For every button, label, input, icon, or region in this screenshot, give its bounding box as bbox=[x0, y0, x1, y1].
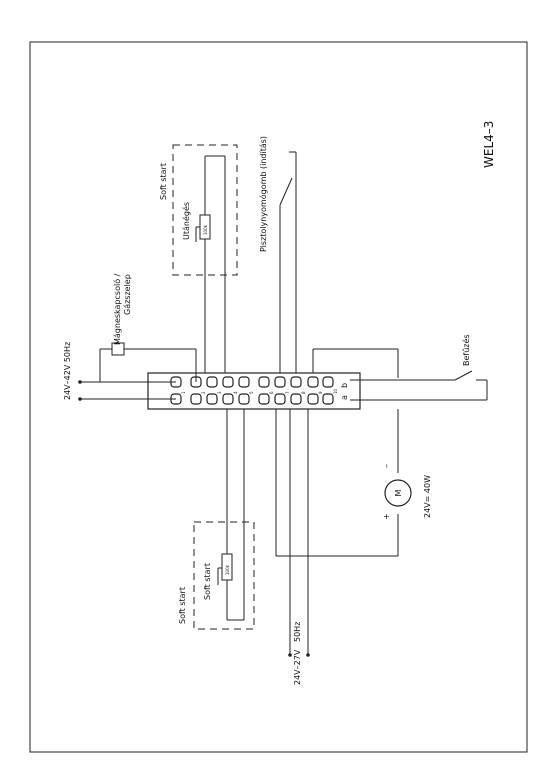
drawing-title: WEL4–3 bbox=[482, 121, 496, 168]
soft-start-top-label: Soft start bbox=[159, 163, 168, 200]
terminal-number-3: 3 bbox=[217, 391, 222, 394]
magnetic-contactor: Mágneskapcsoló / Gázszelep bbox=[99, 273, 197, 382]
bottom-supply-input: 24V–27V 50Hz bbox=[288, 409, 310, 685]
terminal-number-7: 7 bbox=[285, 391, 290, 394]
terminal-screw-7-b bbox=[274, 393, 286, 405]
terminal-screw-3-b bbox=[206, 393, 218, 405]
terminal-screw-7-a bbox=[274, 376, 286, 388]
terminal-screw-9-b bbox=[307, 393, 319, 405]
motor-symbol-circle bbox=[384, 479, 412, 507]
terminal-screw-6-a bbox=[258, 376, 270, 388]
bottom-supply-frequency: 50Hz bbox=[293, 622, 302, 642]
soft-start-bottom-inner-label: Soft start bbox=[203, 563, 212, 600]
afterburn-label: Utánégés bbox=[181, 202, 191, 240]
terminal-label-a: a bbox=[340, 395, 349, 400]
terminal-screw-10-a bbox=[322, 376, 334, 388]
terminal-screw-4-a bbox=[222, 376, 234, 388]
soft-start-resistor-value: 100k bbox=[225, 564, 230, 575]
motor-minus: – bbox=[382, 464, 391, 468]
soft-start-bottom-dashed-box bbox=[193, 521, 255, 630]
terminal-number-9: 9 bbox=[318, 391, 323, 394]
motor-plus: + bbox=[382, 513, 391, 520]
terminal-number-6: 6 bbox=[269, 391, 274, 394]
drawing-border bbox=[29, 41, 528, 753]
terminal-screw-3-a bbox=[206, 376, 218, 388]
supply-voltage-label: 24V–42V 50Hz bbox=[63, 342, 72, 400]
terminal-number-8: 8 bbox=[301, 391, 306, 394]
afterburn-resistor-value: 100k bbox=[203, 224, 208, 235]
terminal-strip: 1 2 3 4 5 6 7 8 9 10 a b bbox=[147, 372, 361, 410]
terminal-number-1: 1 bbox=[181, 391, 186, 394]
ignition-switch: Befűzés bbox=[312, 334, 488, 401]
terminal-screw-2-b bbox=[190, 393, 202, 405]
terminal-strip-body bbox=[147, 372, 361, 410]
bottom-supply-voltage: 24V–27V bbox=[293, 649, 302, 685]
terminal-screws: 1 2 3 4 5 6 7 8 9 10 bbox=[170, 376, 338, 405]
motor-rating: 24V= 40W bbox=[423, 475, 432, 518]
terminal-screw-5-b bbox=[238, 393, 250, 405]
terminal-screw-10-b bbox=[322, 393, 334, 405]
soft-start-top: Soft start Utánégés 100k bbox=[159, 144, 238, 373]
terminal-label-b: b bbox=[340, 383, 349, 388]
terminal-screw-4-b bbox=[222, 393, 234, 405]
terminal-screw-8-a bbox=[290, 376, 302, 388]
soft-start-bottom: Soft start Soft start 100k bbox=[178, 409, 255, 630]
ignition-label: Befűzés bbox=[461, 334, 471, 366]
terminal-number-10: 10 bbox=[333, 388, 338, 394]
terminal-number-2: 2 bbox=[201, 391, 206, 394]
soft-start-bottom-outer-label: Soft start bbox=[178, 587, 187, 624]
terminal-screw-5-a bbox=[238, 376, 250, 388]
terminal-number-4: 4 bbox=[233, 391, 238, 394]
terminal-number-5: 5 bbox=[249, 391, 254, 394]
supply-input: 24V–42V 50Hz bbox=[63, 342, 176, 401]
gas-valve-label: Gázszelep bbox=[123, 274, 132, 315]
motor: M – + 24V= 40W bbox=[275, 409, 432, 557]
terminal-screw-9-a bbox=[307, 376, 319, 388]
motor-symbol-letter: M bbox=[394, 489, 403, 496]
gun-trigger-switch: Pisztolynyomógomb (indítás) bbox=[258, 136, 297, 373]
terminal-screw-6-b bbox=[258, 393, 270, 405]
contactor-label: Mágneskapcsoló / bbox=[112, 273, 122, 345]
terminal-screw-8-b bbox=[290, 393, 302, 405]
gun-switch-label: Pisztolynyomógomb (indítás) bbox=[258, 136, 268, 252]
